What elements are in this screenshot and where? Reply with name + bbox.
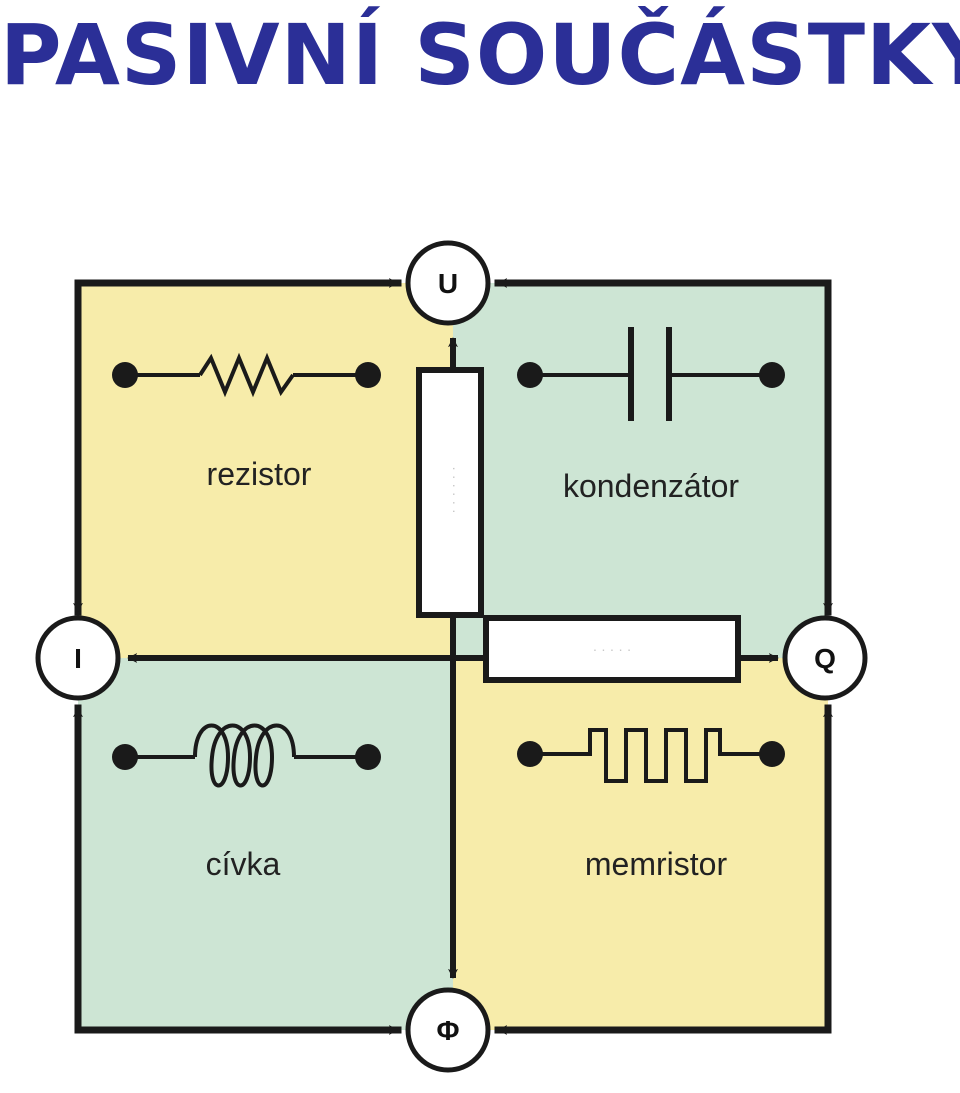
- memristor-label: memristor: [585, 846, 728, 882]
- vertical-relation-box: [416, 367, 484, 618]
- node-q-label: Q: [814, 643, 836, 674]
- capacitor-quadrant: [453, 283, 828, 658]
- memristor-symbol: [517, 728, 785, 783]
- node-i-label: I: [74, 643, 82, 674]
- node-phi-label: Φ: [437, 1015, 460, 1046]
- node-u-label: U: [438, 268, 458, 299]
- svg-text:· · · · ·: · · · · ·: [593, 641, 632, 657]
- inductor-symbol: [112, 723, 381, 788]
- capacitor-label: kondenzátor: [563, 468, 739, 504]
- memristor-quadrant: [453, 658, 828, 1030]
- inductor-label: cívka: [206, 846, 281, 882]
- node-u: U: [405, 240, 491, 326]
- capacitor-symbol: [517, 327, 785, 421]
- resistor-label: rezistor: [207, 456, 312, 492]
- page-title: PASIVNÍ SOUČÁSTKY: [0, 6, 960, 104]
- node-i: I: [35, 615, 121, 701]
- node-q: Q: [782, 615, 868, 701]
- inductor-quadrant: [78, 658, 453, 1030]
- node-phi: Φ: [405, 987, 491, 1073]
- svg-text:· · · · · ·: · · · · · ·: [447, 466, 463, 513]
- resistor-symbol: [112, 352, 381, 398]
- resistor-quadrant: [78, 283, 453, 658]
- horizontal-relation-box: [483, 615, 741, 683]
